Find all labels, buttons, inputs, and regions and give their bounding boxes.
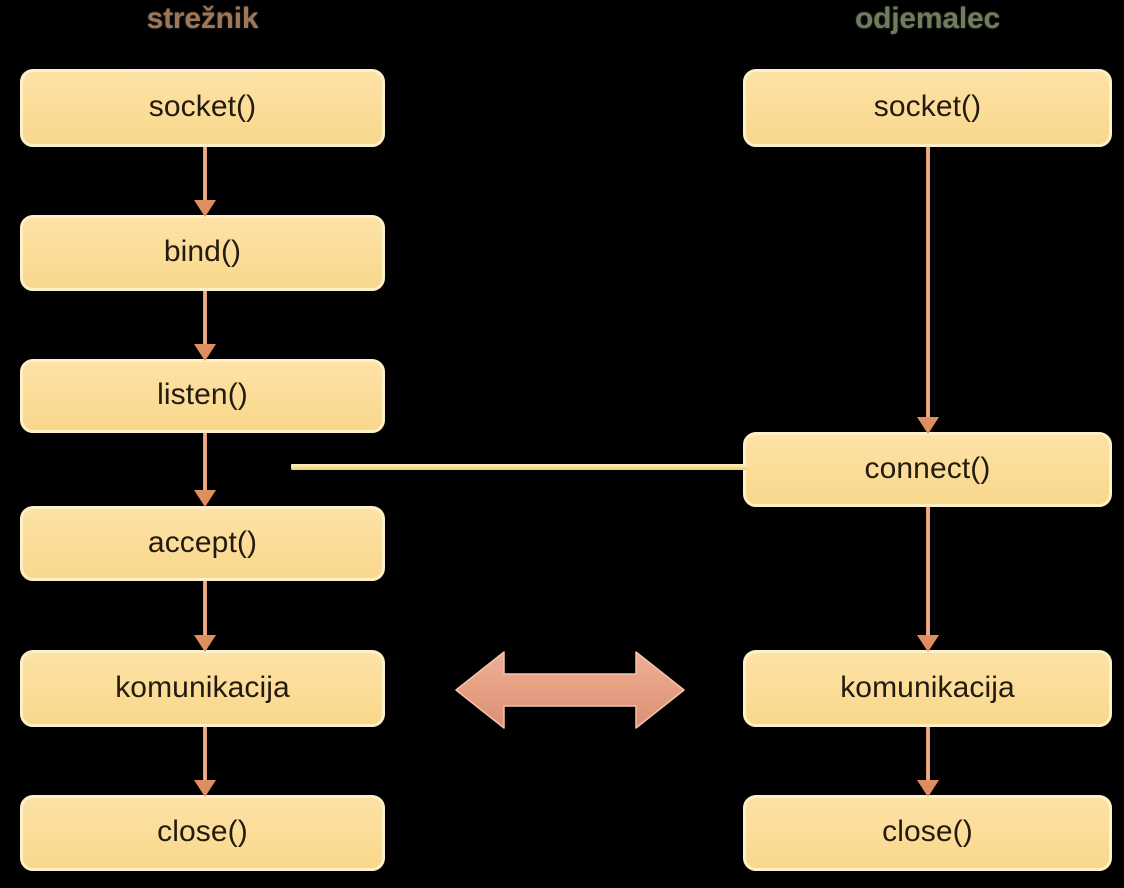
- arrow-stem: [203, 433, 207, 491]
- node-server-listen[interactable]: listen(): [20, 359, 385, 433]
- arrow-stem: [203, 147, 207, 201]
- node-client-connect[interactable]: connect(): [743, 432, 1112, 507]
- node-client-close[interactable]: close(): [743, 795, 1112, 871]
- node-server-accept[interactable]: accept(): [20, 506, 385, 581]
- arrow-stem: [926, 147, 930, 418]
- arrow-head: [194, 344, 216, 361]
- arrow-head: [917, 417, 939, 434]
- arrow-stem: [203, 291, 207, 345]
- node-client-socket[interactable]: socket(): [743, 69, 1112, 147]
- arrow-server-socket-to-bind: [194, 147, 216, 217]
- node-label: socket(): [873, 90, 982, 123]
- bidirectional-communication-arrow: [452, 646, 688, 734]
- node-server-bind[interactable]: bind(): [20, 215, 385, 291]
- arrow-head: [194, 780, 216, 797]
- arrow-server-bind-to-listen: [194, 291, 216, 361]
- node-server-close[interactable]: close(): [20, 795, 385, 871]
- arrow-head: [917, 780, 939, 797]
- node-label: bind(): [163, 235, 242, 268]
- arrow-server-listen-to-accept: [194, 433, 216, 507]
- node-label: komunikacija: [840, 670, 1015, 704]
- arrow-client-connect-to-komunikacija: [917, 507, 939, 652]
- node-label: listen(): [157, 378, 248, 411]
- node-label: close(): [882, 815, 973, 848]
- node-label: close(): [157, 815, 248, 848]
- arrow-head: [194, 200, 216, 217]
- arrow-stem: [926, 507, 930, 636]
- node-server-socket[interactable]: socket(): [20, 69, 385, 147]
- arrow-head: [917, 635, 939, 652]
- node-label: komunikacija: [115, 670, 290, 704]
- arrow-stem: [203, 581, 207, 636]
- node-server-komunikacija[interactable]: komunikacija: [20, 650, 385, 727]
- arrow-client-socket-to-connect: [917, 147, 939, 434]
- node-label: socket(): [148, 90, 257, 123]
- arrow-server-komunikacija-to-close: [194, 727, 216, 797]
- node-label: connect(): [864, 451, 991, 485]
- arrow-stem: [203, 727, 207, 781]
- node-label: accept(): [147, 525, 258, 559]
- node-client-komunikacija[interactable]: komunikacija: [743, 650, 1112, 727]
- arrow-server-accept-to-komunikacija: [194, 581, 216, 652]
- connector-client-connect-to-server: [291, 464, 747, 470]
- column-title-client: odjemalec: [855, 2, 1000, 35]
- arrow-head: [194, 635, 216, 652]
- arrow-stem: [926, 727, 930, 781]
- arrow-client-komunikacija-to-close: [917, 727, 939, 797]
- column-title-server: strežnik: [146, 2, 259, 35]
- arrow-head: [194, 490, 216, 507]
